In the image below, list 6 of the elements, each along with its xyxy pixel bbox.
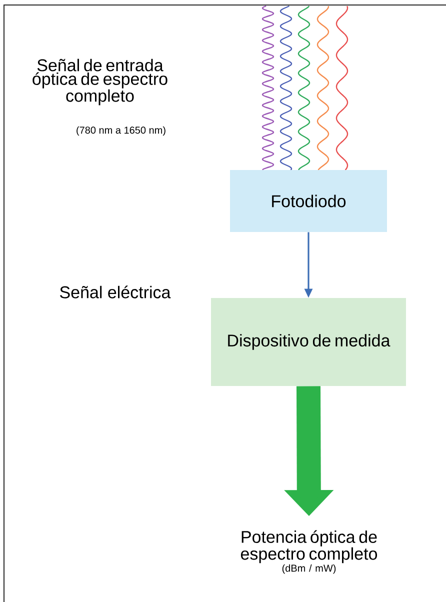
- process-box: Fotodiodo: [230, 170, 387, 232]
- input-label: Señal de entrada óptica de espectro completo: [32, 58, 168, 106]
- range-label: (780 nm a 1650 nm): [76, 126, 166, 136]
- signal-label: Señal eléctrica: [60, 286, 171, 298]
- process-box: Dispositivo de medida: [211, 298, 406, 386]
- output-text: Potencia óptica de espectro completo (dBm / mW): [240, 530, 378, 574]
